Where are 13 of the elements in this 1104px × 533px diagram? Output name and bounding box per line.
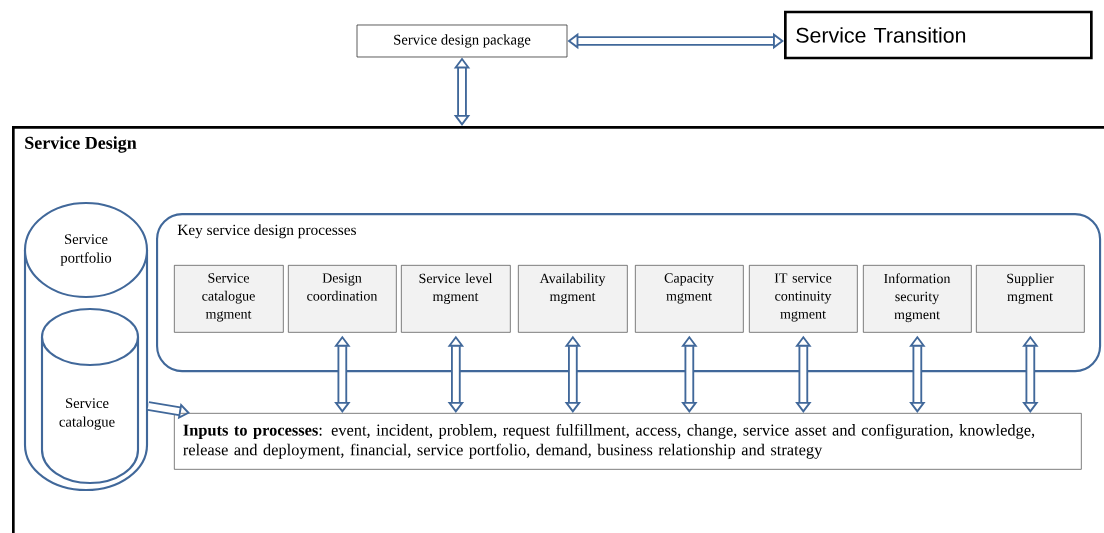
plain-box: Service Transition xyxy=(784,10,1093,60)
process-box: Capacity mgment xyxy=(635,265,744,333)
node-label: Service catalogue xyxy=(59,398,115,430)
cylinder: Service catalogue xyxy=(40,307,140,485)
text-box: Inputs to processes: event, incident, problem, request fulfillment, access, change, service asset and configuration, knowledge, release and deployment, financial, service portfolio, demand, business relationship and strategy xyxy=(174,413,1082,470)
process-box: Information security mgment xyxy=(863,265,972,333)
process-box: Design coordination xyxy=(288,265,397,333)
process-box: IT service continuity mgment xyxy=(749,265,858,333)
process-box: Supplier mgment xyxy=(976,265,1085,333)
plain-box: Service design package xyxy=(356,24,568,58)
process-box: Service level mgment xyxy=(401,265,511,333)
process-box: Service catalogue mgment xyxy=(174,265,284,333)
process-box: Availability mgment xyxy=(518,265,628,333)
